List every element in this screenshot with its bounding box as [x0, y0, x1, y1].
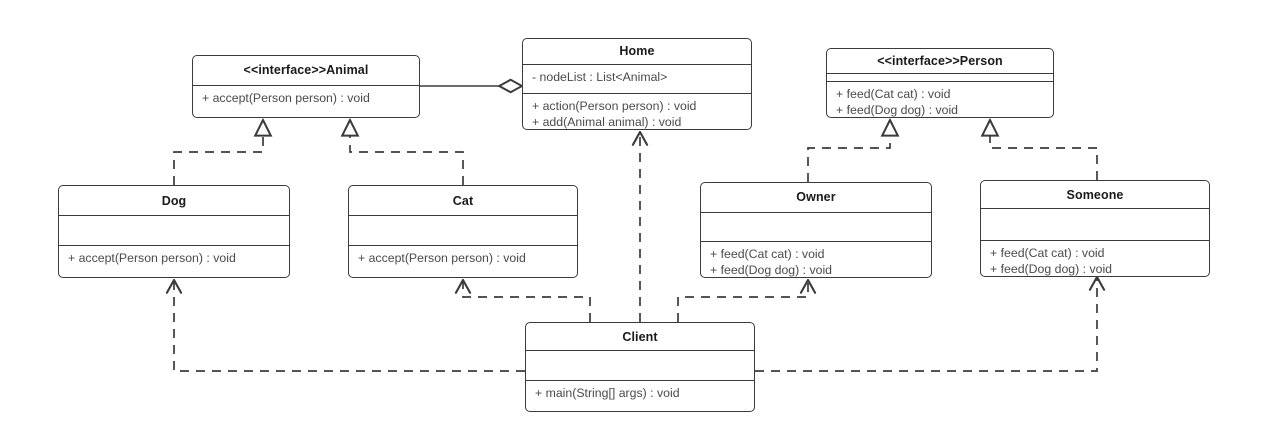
class-title-cat: Cat [452, 193, 474, 208]
method-item: + feed(Dog dog) : void [836, 103, 959, 117]
class-title-animal: <<interface>>Animal [243, 63, 369, 78]
class-title-someone: Someone [1066, 187, 1124, 202]
class-methods-client: + main(String[] args) : void [526, 379, 754, 411]
class-box-client[interactable]: Client + main(String[] args) : void [525, 322, 755, 412]
class-methods-person: + feed(Cat cat) : void + feed(Dog dog) :… [827, 81, 1053, 117]
class-methods-owner: + feed(Cat cat) : void + feed(Dog dog) :… [701, 241, 931, 277]
class-title-owner: Owner [796, 190, 836, 205]
class-attributes-client [526, 350, 754, 379]
class-box-dog[interactable]: Dog + accept(Person person) : void [58, 185, 290, 278]
edge-client-cat-dependency [454, 278, 591, 322]
class-attributes-person [827, 73, 1053, 81]
attribute-item: - nodeList : List<Animal> [532, 69, 668, 84]
method-item: + feed(Cat cat) : void [990, 246, 1105, 260]
class-attributes-dog [59, 215, 289, 244]
class-attributes-home: - nodeList : List<Animal> [523, 63, 751, 93]
class-methods-someone: + feed(Cat cat) : void + feed(Dog dog) :… [981, 240, 1209, 276]
edge-cat-animal-realization [350, 120, 464, 185]
edge-owner-person-realization [807, 120, 890, 182]
method-item: + accept(Person person) : void [68, 250, 236, 265]
class-attributes-cat [349, 215, 577, 244]
class-box-animal[interactable]: <<interface>>Animal + accept(Person pers… [192, 55, 420, 118]
edge-client-dog-dependency [165, 278, 525, 372]
edge-someone-person-realization [990, 120, 1098, 180]
method-item: + accept(Person person) : void [202, 90, 370, 105]
method-item: + feed(Dog dog) : void [990, 262, 1113, 276]
class-attributes-owner [701, 211, 931, 241]
class-methods-animal: + accept(Person person) : void [193, 84, 419, 117]
class-methods-dog: + accept(Person person) : void [59, 244, 289, 277]
class-box-cat[interactable]: Cat + accept(Person person) : void [348, 185, 578, 278]
class-title-dog: Dog [161, 193, 187, 208]
edge-dog-animal-realization [173, 120, 263, 185]
method-item: + accept(Person person) : void [358, 250, 526, 265]
method-item: + feed(Dog dog) : void [710, 263, 833, 277]
method-item: + feed(Cat cat) : void [836, 87, 951, 101]
class-methods-home: + action(Person person) : void + add(Ani… [523, 93, 751, 129]
edge-client-owner-dependency [677, 278, 817, 322]
class-title-client: Client [622, 329, 658, 344]
method-item: + action(Person person) : void [532, 99, 697, 113]
class-methods-cat: + accept(Person person) : void [349, 244, 577, 277]
method-item: + feed(Cat cat) : void [710, 247, 825, 261]
class-box-owner[interactable]: Owner + feed(Cat cat) : void + feed(Dog … [700, 182, 932, 278]
class-box-someone[interactable]: Someone + feed(Cat cat) : void + feed(Do… [980, 180, 1210, 277]
edge-client-someone-dependency [755, 275, 1106, 372]
method-item: + add(Animal animal) : void [532, 115, 682, 129]
class-attributes-someone [981, 208, 1209, 240]
class-box-person[interactable]: <<interface>>Person + feed(Cat cat) : vo… [826, 48, 1054, 118]
class-box-home[interactable]: Home - nodeList : List<Animal> + action(… [522, 38, 752, 130]
method-item: + main(String[] args) : void [535, 385, 680, 400]
class-title-person: <<interface>>Person [877, 54, 1003, 69]
class-title-home: Home [619, 44, 655, 59]
